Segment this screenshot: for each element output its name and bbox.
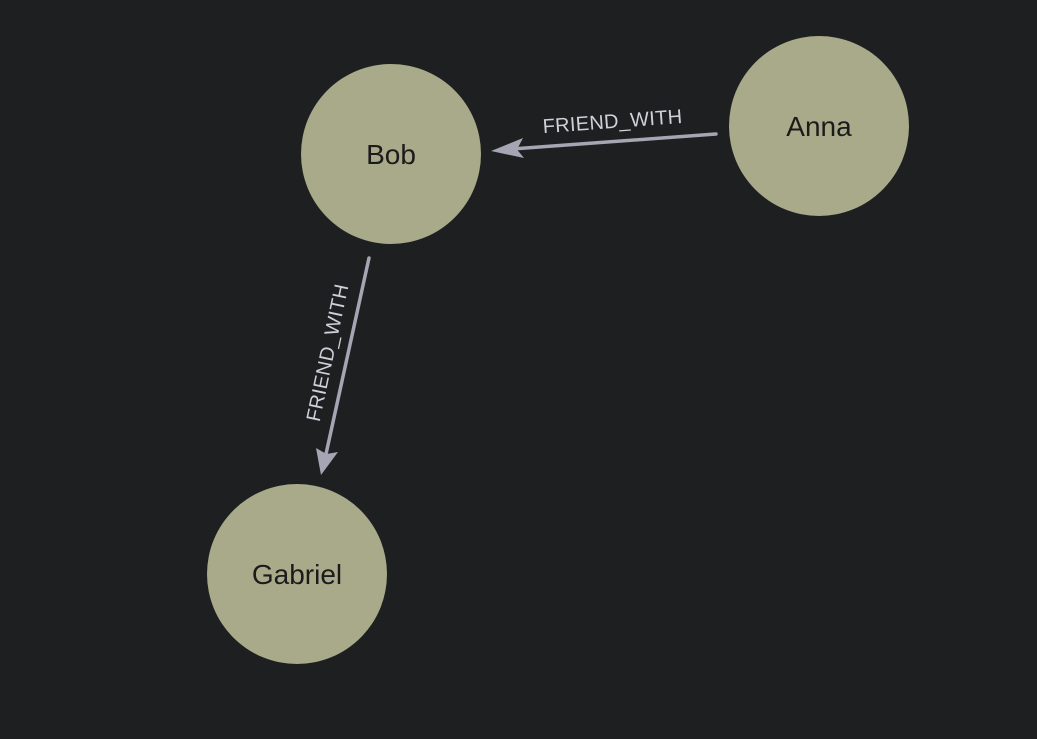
node-circle-gabriel[interactable] [207,484,387,664]
node-circle-bob[interactable] [301,64,481,244]
node-anna[interactable]: Anna [729,36,909,216]
node-label-gabriel: Gabriel [252,559,342,590]
edge-line-bob-gabriel[interactable] [324,256,371,456]
node-label-bob: Bob [366,139,416,170]
node-bob[interactable]: Bob [301,64,481,244]
node-circle-anna[interactable] [729,36,909,216]
edge-line-anna-bob[interactable] [510,132,718,151]
arrowhead-icon [491,138,524,158]
arrowhead-icon [316,448,338,475]
node-label-anna: Anna [786,111,852,142]
node-gabriel[interactable]: Gabriel [207,484,387,664]
